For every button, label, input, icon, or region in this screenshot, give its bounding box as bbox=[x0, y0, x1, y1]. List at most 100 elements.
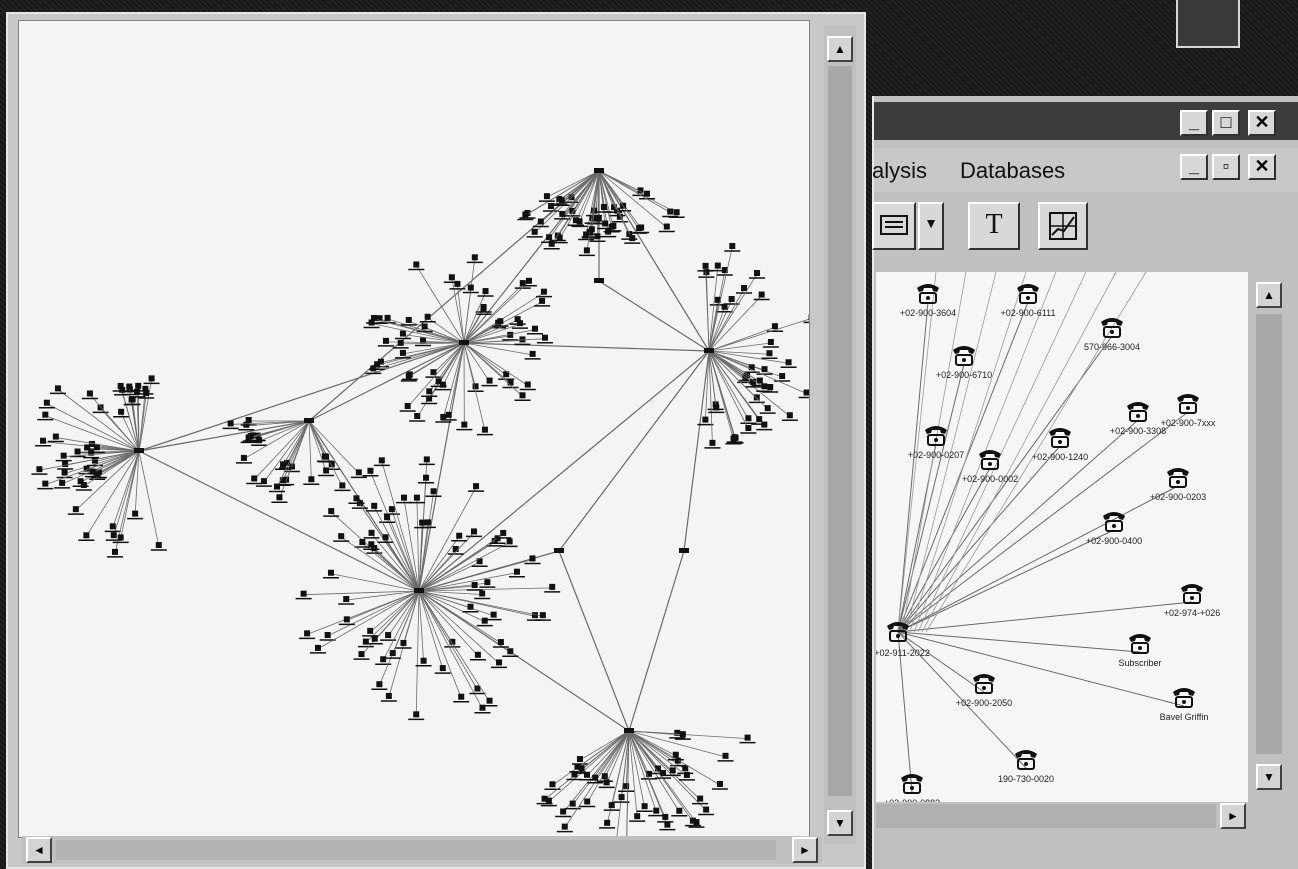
call-link[interactable] bbox=[897, 529, 1115, 633]
person-node-icon[interactable] bbox=[766, 350, 773, 357]
person-node-icon[interactable] bbox=[754, 270, 761, 277]
phone-body[interactable] bbox=[919, 292, 937, 304]
person-node-icon[interactable] bbox=[358, 651, 365, 658]
person-node-icon[interactable] bbox=[88, 440, 95, 447]
person-node-icon[interactable] bbox=[274, 483, 281, 490]
graph-link[interactable] bbox=[442, 342, 465, 386]
person-node-icon[interactable] bbox=[339, 482, 346, 489]
phone-icon[interactable] bbox=[1173, 688, 1195, 708]
graph-link[interactable] bbox=[402, 334, 465, 344]
graph-link[interactable] bbox=[628, 730, 657, 812]
graph-link[interactable] bbox=[330, 573, 420, 592]
person-node-icon[interactable] bbox=[143, 389, 150, 396]
handset-shape[interactable] bbox=[925, 426, 947, 434]
graph-link[interactable] bbox=[64, 450, 140, 474]
person-node-icon[interactable] bbox=[497, 639, 504, 646]
graph-link[interactable] bbox=[418, 590, 502, 644]
phone-icon[interactable] bbox=[1177, 394, 1199, 414]
graph-link[interactable] bbox=[551, 170, 600, 246]
graph-link[interactable] bbox=[548, 730, 630, 802]
call-link[interactable] bbox=[897, 445, 1061, 633]
person-node-icon[interactable] bbox=[507, 379, 514, 386]
person-node-icon[interactable] bbox=[420, 337, 427, 344]
person-node-icon[interactable] bbox=[569, 207, 576, 214]
person-node-icon[interactable] bbox=[539, 612, 546, 619]
person-node-icon[interactable] bbox=[367, 627, 374, 634]
person-node-icon[interactable] bbox=[779, 373, 786, 380]
person-node-icon[interactable] bbox=[91, 457, 98, 464]
person-node-icon[interactable] bbox=[280, 461, 287, 468]
graph-link[interactable] bbox=[382, 590, 420, 661]
handset-shape[interactable] bbox=[887, 622, 909, 630]
graph-link[interactable] bbox=[628, 730, 666, 819]
person-node-icon[interactable] bbox=[548, 240, 555, 247]
person-node-icon[interactable] bbox=[592, 215, 599, 222]
person-node-icon[interactable] bbox=[376, 681, 383, 688]
call-link[interactable] bbox=[901, 272, 967, 633]
person-node-icon[interactable] bbox=[424, 313, 431, 320]
graph-link[interactable] bbox=[416, 498, 420, 592]
graph-link[interactable] bbox=[628, 730, 638, 818]
person-node-icon[interactable] bbox=[382, 337, 389, 344]
person-node-icon[interactable] bbox=[36, 466, 43, 473]
phone-network-graph[interactable]: +02-900-3604+02-900-6111570-966-3004+02-… bbox=[876, 272, 1248, 802]
graph-link[interactable] bbox=[628, 730, 683, 736]
person-node-icon[interactable] bbox=[421, 323, 428, 330]
graph-link[interactable] bbox=[418, 541, 510, 592]
person-node-icon[interactable] bbox=[676, 807, 683, 814]
call-link[interactable] bbox=[897, 419, 1139, 633]
graph-link[interactable] bbox=[585, 170, 600, 236]
graph-link[interactable] bbox=[438, 342, 465, 383]
graph-link[interactable] bbox=[402, 342, 465, 355]
person-node-icon[interactable] bbox=[456, 532, 463, 539]
person-node-icon[interactable] bbox=[750, 378, 757, 385]
person-node-icon[interactable] bbox=[401, 494, 408, 501]
call-link[interactable] bbox=[925, 272, 1147, 633]
graph-link[interactable] bbox=[138, 450, 420, 592]
person-node-icon[interactable] bbox=[472, 383, 479, 390]
desktop-icon[interactable] bbox=[1176, 0, 1240, 48]
horizontal-scrollbar[interactable]: ◄ ► bbox=[22, 836, 822, 864]
graph-link[interactable] bbox=[463, 292, 545, 344]
person-node-icon[interactable] bbox=[531, 325, 538, 332]
person-node-icon[interactable] bbox=[626, 231, 633, 238]
graph-link[interactable] bbox=[92, 450, 140, 473]
graph-link[interactable] bbox=[575, 170, 600, 222]
graph-link[interactable] bbox=[63, 450, 140, 458]
person-node-icon[interactable] bbox=[471, 528, 478, 535]
person-node-icon[interactable] bbox=[362, 638, 369, 645]
graph-link[interactable] bbox=[134, 450, 140, 515]
person-node-icon[interactable] bbox=[646, 770, 653, 777]
person-node-icon[interactable] bbox=[43, 399, 50, 406]
person-node-icon[interactable] bbox=[716, 780, 723, 787]
graph-link[interactable] bbox=[418, 587, 553, 592]
person-node-icon[interactable] bbox=[435, 378, 442, 385]
person-node-icon[interactable] bbox=[496, 659, 503, 666]
graph-link[interactable] bbox=[373, 342, 465, 370]
graph-link[interactable] bbox=[138, 379, 152, 452]
phone-icon[interactable] bbox=[1015, 750, 1037, 770]
graph-link[interactable] bbox=[626, 730, 630, 837]
graph-link[interactable] bbox=[138, 393, 147, 452]
phone-icon[interactable] bbox=[1167, 468, 1189, 488]
person-node-icon[interactable] bbox=[539, 297, 546, 304]
person-node-icon[interactable] bbox=[637, 187, 644, 194]
graph-link[interactable] bbox=[418, 561, 480, 592]
person-node-icon[interactable] bbox=[540, 288, 547, 295]
graph-link[interactable] bbox=[418, 585, 475, 592]
scroll-track[interactable] bbox=[876, 804, 1216, 828]
phone-icon[interactable] bbox=[901, 774, 923, 794]
phone-body[interactable] bbox=[903, 782, 921, 794]
person-node-icon[interactable] bbox=[135, 382, 142, 389]
person-node-icon[interactable] bbox=[623, 783, 630, 790]
person-node-icon[interactable] bbox=[89, 468, 96, 475]
person-node-icon[interactable] bbox=[549, 583, 556, 590]
person-node-icon[interactable] bbox=[481, 617, 488, 624]
person-node-icon[interactable] bbox=[558, 197, 565, 204]
person-node-icon[interactable] bbox=[771, 323, 778, 330]
graph-link[interactable] bbox=[546, 170, 600, 198]
graph-link[interactable] bbox=[561, 170, 600, 216]
graph-link[interactable] bbox=[418, 590, 543, 617]
graph-link[interactable] bbox=[708, 342, 771, 352]
person-node-icon[interactable] bbox=[328, 508, 335, 515]
